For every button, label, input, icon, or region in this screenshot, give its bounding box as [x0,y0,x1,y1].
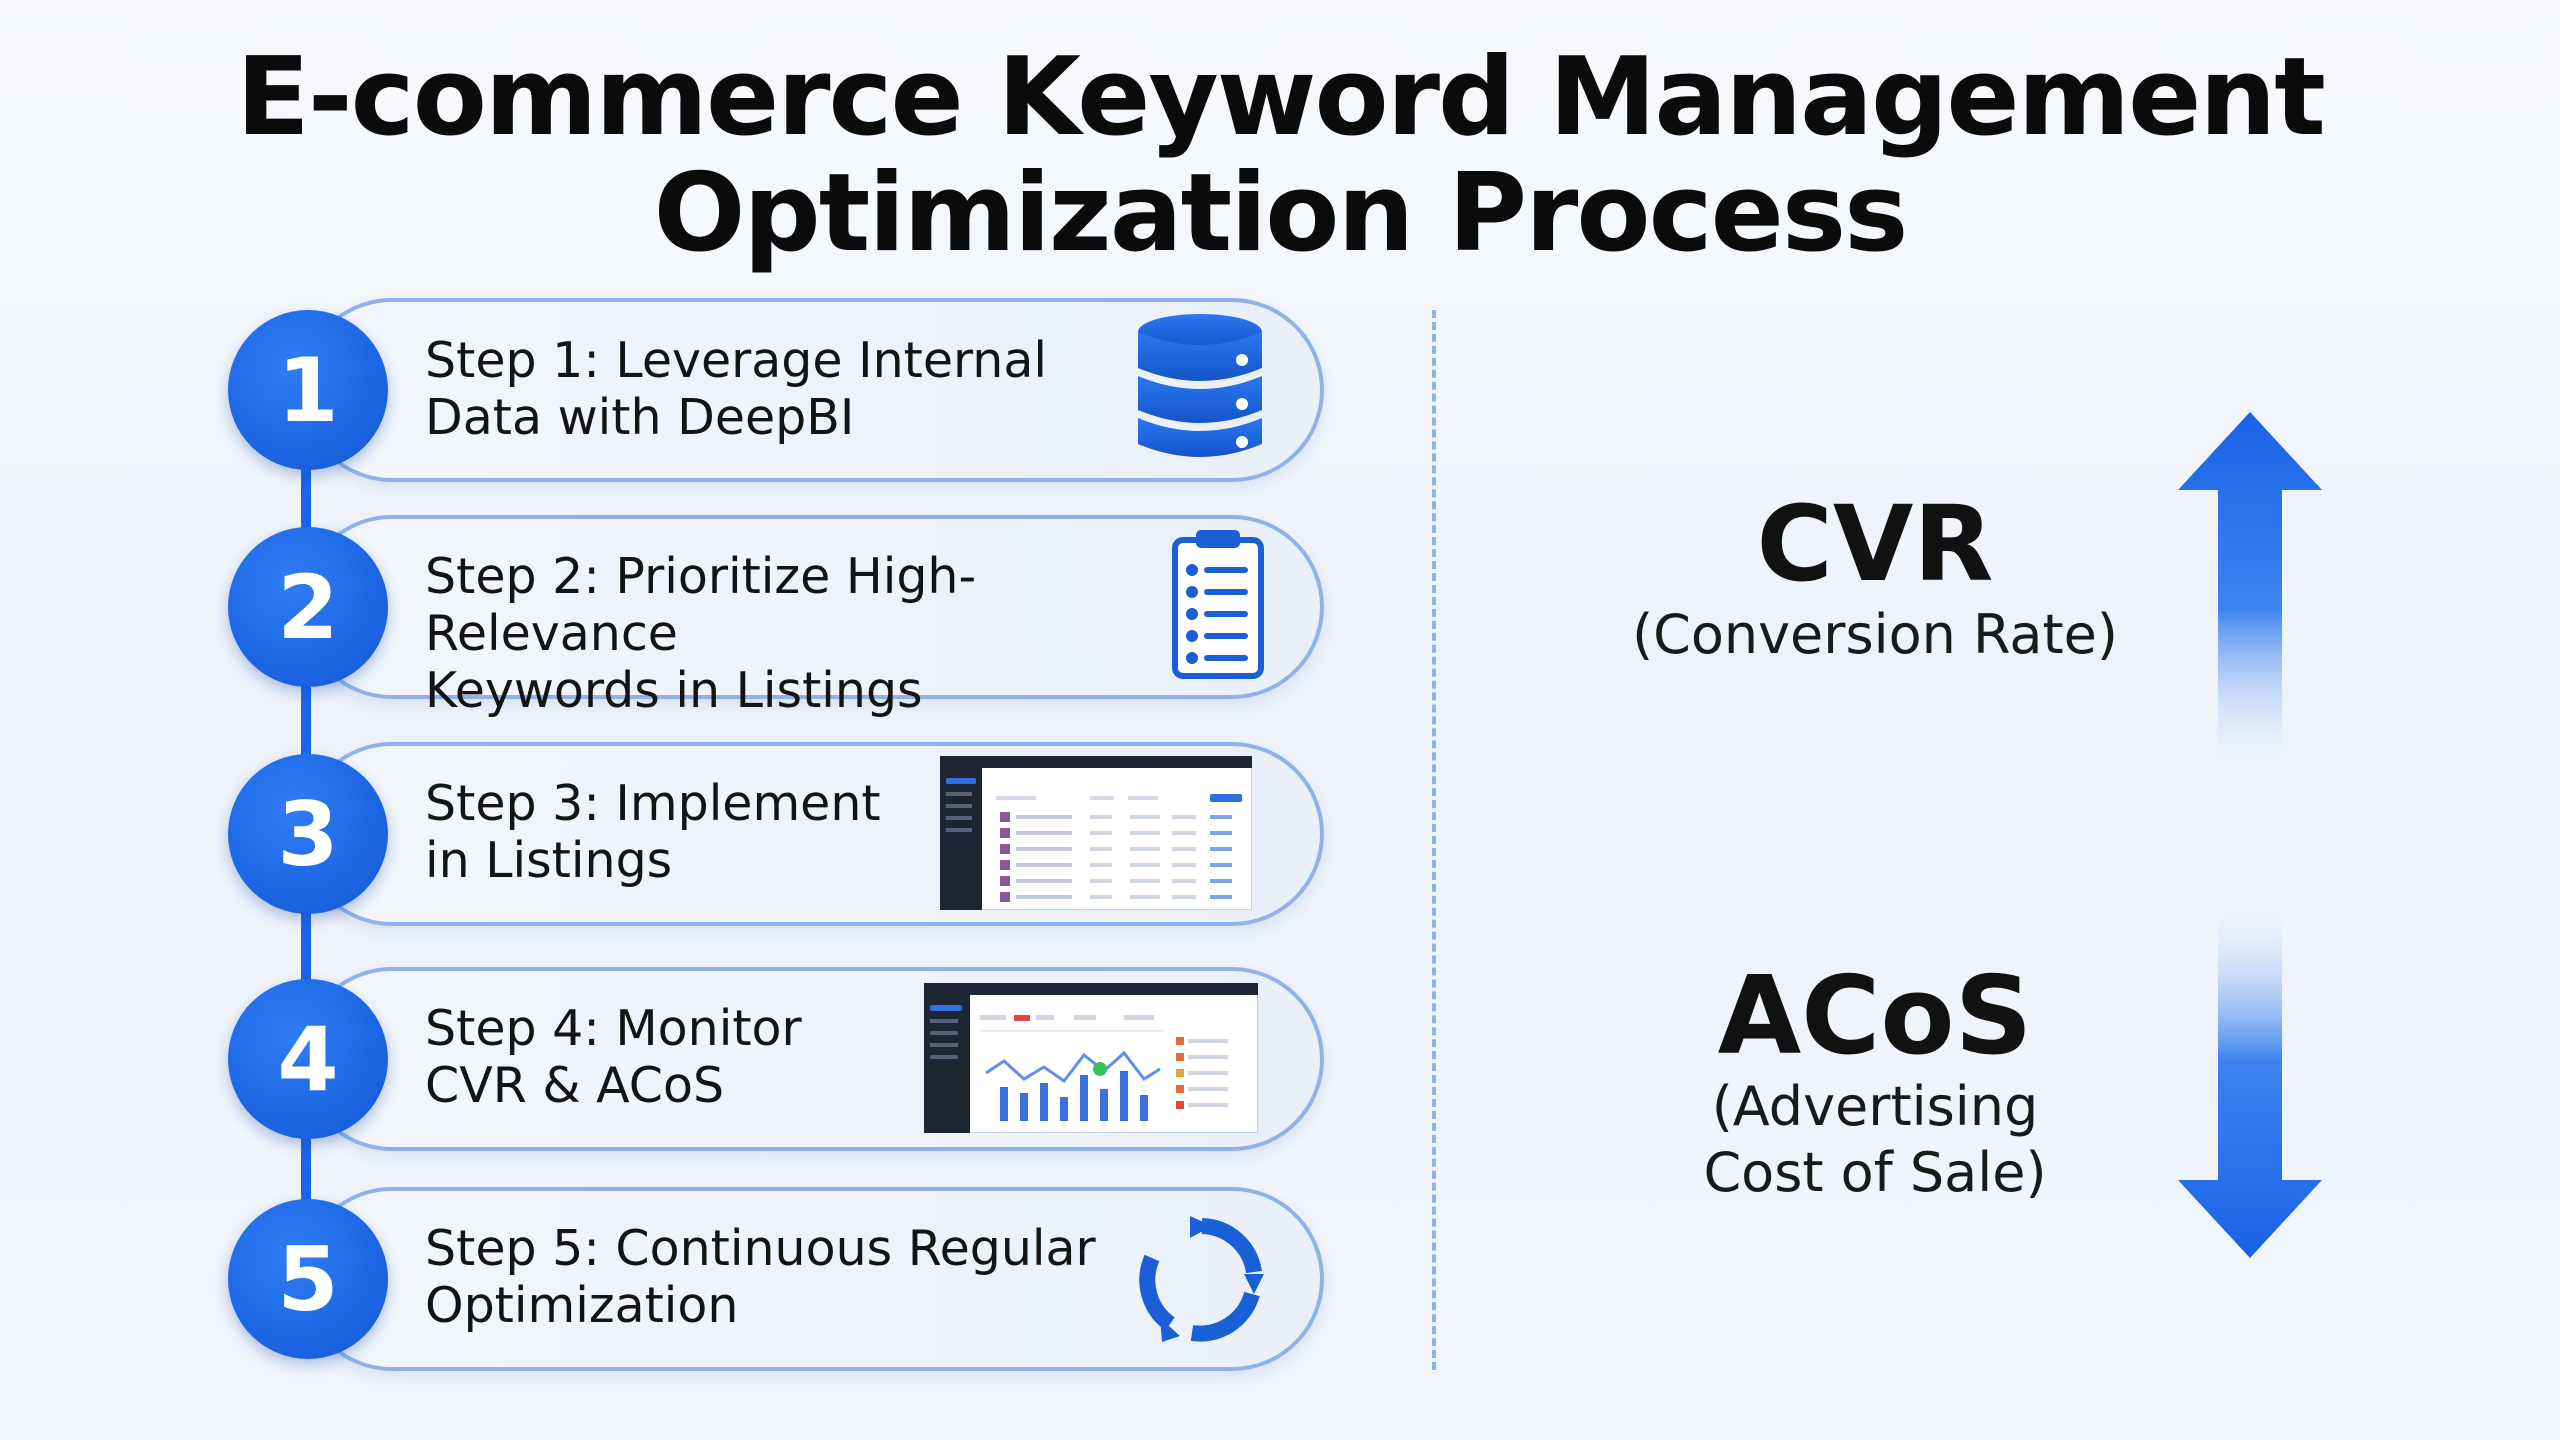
step-label-1: Step 1: Leverage Internal Data with Deep… [425,332,1185,446]
page-title-line-2: Optimization Process [653,151,1909,276]
step-label-3: Step 3: Implement in Listings [425,775,1185,889]
step-number-badge-2: 2 [228,527,388,687]
cvr-subtitle: (Conversion Rate) [1525,602,2225,668]
step-label-4-line-2: CVR & ACoS [425,1057,725,1114]
acos-subtitle-line-2: Cost of Sale) [1703,1141,2047,1204]
arrow-down-icon [2176,900,2324,1264]
analytics-dashboard-screenshot [923,982,1259,1137]
step-number-badge-4: 4 [228,979,388,1139]
step-number-badge-1: 1 [228,310,388,470]
cycle-refresh-icon [1136,1214,1268,1350]
step-label-1-line-1: Step 1: Leverage Internal [425,332,1047,389]
step-number-badge-3: 3 [228,754,388,914]
step-label-5-line-1: Step 5: Continuous Regular [425,1220,1096,1277]
step-label-2-line-2: Keywords in Listings [425,662,923,719]
step-number-badge-5: 5 [228,1199,388,1359]
step-label-3-line-2: in Listings [425,832,673,889]
step-label-5-line-2: Optimization [425,1277,739,1334]
cvr-title: CVR [1756,483,1994,605]
step-label-4: Step 4: Monitor CVR & ACoS [425,1000,1185,1114]
step-label-1-line-2: Data with DeepBI [425,389,855,446]
acos-subtitle: (Advertising Cost of Sale) [1525,1074,2225,1206]
cvr-subtitle-line-1: (Conversion Rate) [1632,603,2118,666]
arrow-up-icon [2176,410,2324,774]
page-title-line-1: E-commerce Keyword Management [236,35,2326,160]
page-title: E-commerce Keyword Management Optimizati… [0,40,2560,272]
step-card-2 [300,515,1324,699]
step-label-3-line-1: Step 3: Implement [425,775,881,832]
acos-subtitle-line-1: (Advertising [1711,1075,2039,1138]
database-icon [1130,312,1270,466]
step-label-5: Step 5: Continuous Regular Optimization [425,1220,1185,1334]
acos-title: ACoS [1717,954,2033,1079]
clipboard-checklist-icon [1170,528,1266,684]
step-label-2: Step 2: Prioritize High-Relevance Keywor… [425,548,1185,719]
step-label-4-line-1: Step 4: Monitor [425,1000,802,1057]
step-label-2-line-1: Step 2: Prioritize High-Relevance [425,548,977,662]
listings-dashboard-screenshot [939,755,1253,914]
section-divider [1432,310,1436,1370]
